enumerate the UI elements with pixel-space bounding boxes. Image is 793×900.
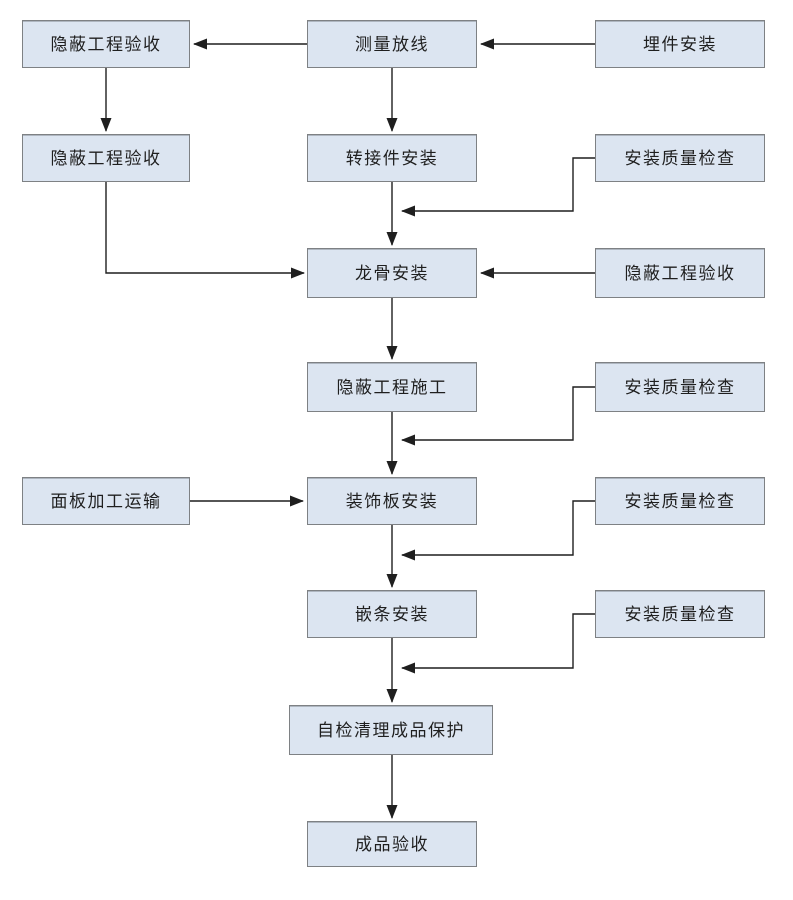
- flow-node-label: 测量放线: [355, 35, 429, 54]
- flow-node-n6: 安装质量检查: [595, 134, 765, 182]
- flow-node-label: 龙骨安装: [355, 264, 429, 283]
- flow-node-label: 安装质量检查: [624, 378, 736, 397]
- flow-node-n8: 隐蔽工程验收: [595, 248, 765, 298]
- flow-node-n10: 安装质量检查: [595, 362, 765, 412]
- flow-node-label: 埋件安装: [643, 35, 717, 54]
- flow-node-n3: 埋件安装: [595, 20, 765, 68]
- flow-node-label: 隐蔽工程验收: [624, 264, 736, 283]
- flow-node-n11: 面板加工运输: [22, 477, 190, 525]
- flow-node-n7: 龙骨安装: [307, 248, 477, 298]
- flow-node-n13: 安装质量检查: [595, 477, 765, 525]
- flow-node-n12: 装饰板安装: [307, 477, 477, 525]
- flow-edge-e7: [105, 182, 305, 279]
- flow-node-n5: 转接件安装: [307, 134, 477, 182]
- flow-node-n9: 隐蔽工程施工: [307, 362, 477, 412]
- flow-node-label: 安装质量检查: [624, 492, 736, 511]
- flow-node-label: 面板加工运输: [50, 492, 162, 511]
- flow-node-n2: 测量放线: [307, 20, 477, 68]
- flow-node-label: 转接件安装: [345, 149, 439, 168]
- flow-node-label: 安装质量检查: [624, 605, 736, 624]
- flow-node-n17: 成品验收: [307, 821, 477, 867]
- flow-node-label: 成品验收: [355, 835, 429, 854]
- flow-node-n14: 嵌条安装: [307, 590, 477, 638]
- flow-node-label: 隐蔽工程验收: [50, 149, 162, 168]
- flow-node-label: 安装质量检查: [624, 149, 736, 168]
- flow-node-label: 装饰板安装: [345, 492, 439, 511]
- flow-node-n16: 自检清理成品保护: [289, 705, 493, 755]
- flow-node-label: 嵌条安装: [355, 605, 429, 624]
- flow-node-label: 隐蔽工程验收: [50, 35, 162, 54]
- flow-node-n1: 隐蔽工程验收: [22, 20, 190, 68]
- flow-node-n15: 安装质量检查: [595, 590, 765, 638]
- flow-node-label: 隐蔽工程施工: [336, 378, 448, 397]
- flow-node-n4: 隐蔽工程验收: [22, 134, 190, 182]
- flow-node-label: 自检清理成品保护: [317, 721, 465, 740]
